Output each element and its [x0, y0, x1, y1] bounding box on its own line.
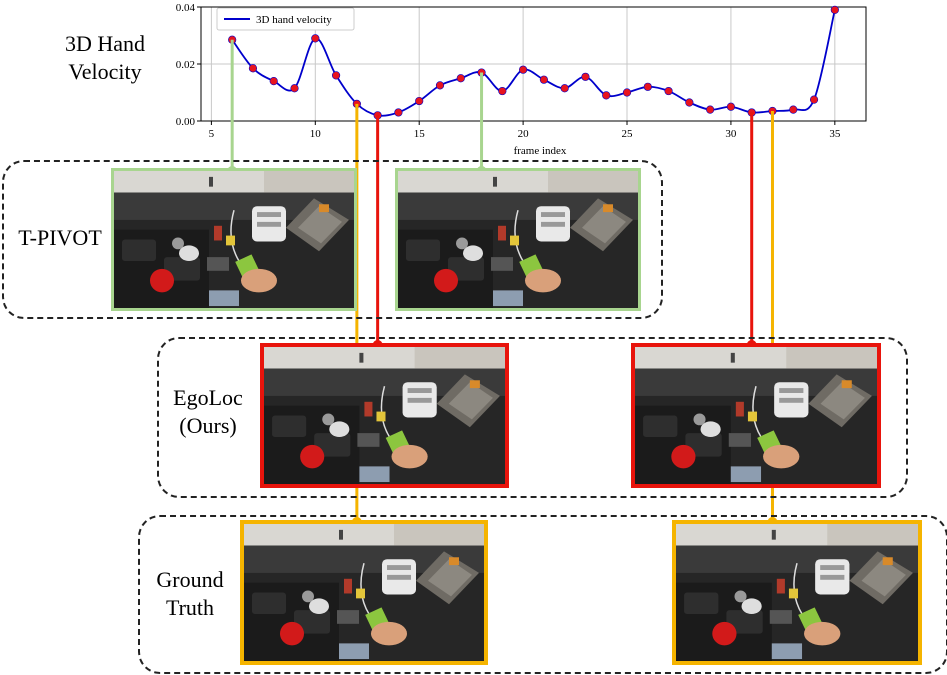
ground-truth-frame-2	[672, 520, 922, 665]
data-point	[269, 76, 278, 86]
data-point	[539, 75, 548, 84]
tpivot-label: T-PIVOT	[18, 225, 102, 250]
kitchen-scene-image	[264, 347, 505, 484]
y-tick-label: 0.04	[176, 2, 196, 14]
data-point	[643, 82, 652, 91]
legend: 3D hand velocity	[216, 7, 355, 31]
data-point	[726, 102, 736, 111]
y-tick-label: 0.00	[176, 116, 196, 128]
data-point	[664, 86, 673, 96]
kitchen-scene-image	[114, 171, 354, 308]
kitchen-scene-image	[398, 171, 638, 308]
data-point	[830, 5, 839, 14]
x-tick-label: 15	[414, 128, 426, 140]
egoloc-frame-2	[631, 343, 881, 488]
data-point	[498, 86, 507, 96]
data-point	[706, 105, 715, 114]
x-tick-label: 30	[725, 128, 737, 140]
data-point	[581, 72, 590, 81]
tpivot-frame-1	[111, 168, 357, 311]
x-tick-label: 35	[829, 128, 841, 140]
data-point	[809, 95, 819, 104]
data-point	[602, 91, 611, 100]
data-point	[789, 105, 798, 114]
data-point	[456, 74, 465, 83]
kitchen-scene-image	[676, 524, 918, 661]
legend-label: 3D hand velocity	[256, 14, 332, 26]
egoloc-group	[157, 337, 908, 498]
kitchen-scene-image	[244, 524, 484, 661]
data-point	[519, 65, 528, 74]
data-point	[311, 34, 320, 43]
egoloc-frame-1	[260, 343, 509, 488]
x-tick-label: 5	[209, 128, 215, 140]
data-point	[248, 64, 258, 73]
data-point	[290, 84, 299, 93]
data-point	[685, 98, 694, 107]
x-tick-label: 10	[310, 128, 322, 140]
ground-truth-label: Ground Truth	[156, 567, 224, 620]
tpivot-frame-2	[395, 168, 641, 311]
x-tick-label: 20	[518, 128, 530, 140]
ground-truth-frame-1	[240, 520, 488, 665]
data-point	[622, 88, 632, 97]
x-tick-label: 25	[622, 128, 634, 140]
y-tick-label: 0.02	[176, 59, 195, 71]
data-point	[415, 96, 424, 106]
data-point	[435, 81, 445, 90]
chart-ylabel: 3D Hand Velocity	[64, 31, 146, 84]
data-point	[560, 84, 569, 93]
egoloc-label: EgoLoc (Ours)	[173, 385, 243, 438]
kitchen-scene-image	[635, 347, 877, 484]
x-axis-label: frame index	[514, 145, 567, 157]
data-point	[331, 71, 341, 80]
data-point	[394, 108, 403, 117]
tpivot-group	[2, 160, 663, 319]
